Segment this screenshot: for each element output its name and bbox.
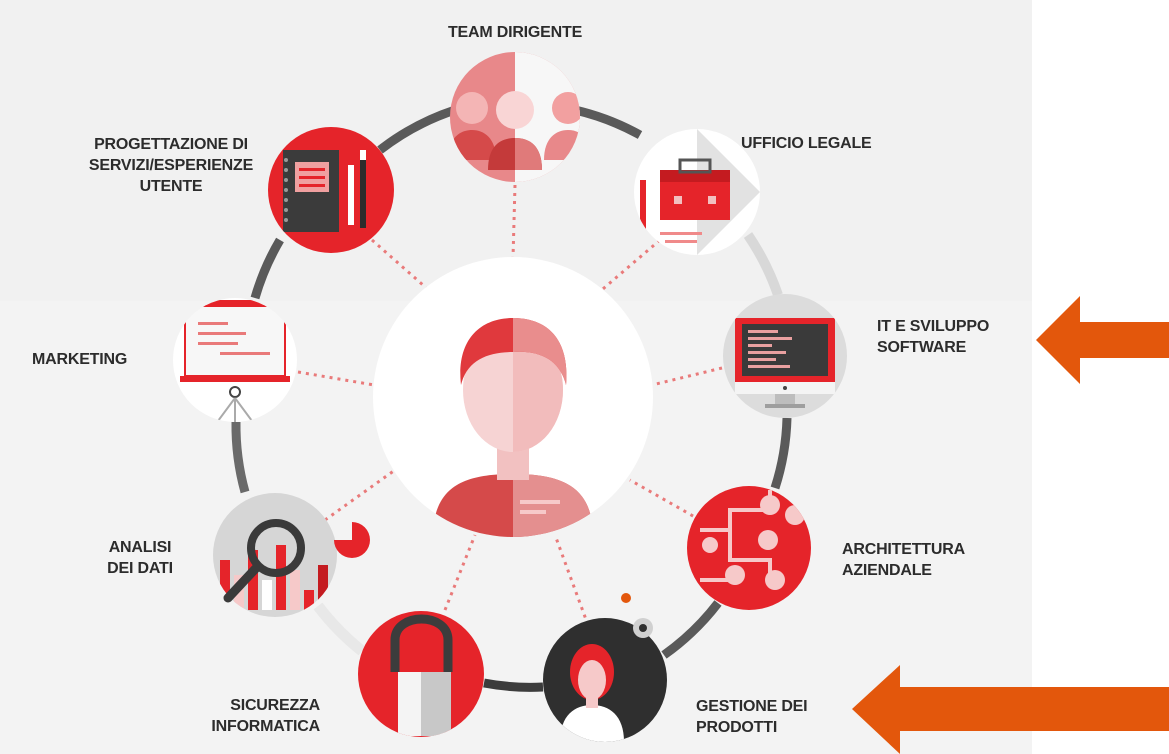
team-dirigente-node [450, 52, 580, 182]
organization-wheel-diagram [173, 52, 847, 742]
person-gear-icon [560, 644, 624, 742]
center-avatar-node [373, 257, 653, 537]
dotted-connectors [297, 184, 723, 626]
sicurezza-informatica-node [358, 611, 484, 737]
label-marketing: MARKETING [32, 351, 128, 368]
briefcase-icon [640, 129, 760, 255]
label-it-sviluppo-software: IT E SVILUPPO SOFTWARE [877, 318, 990, 356]
small-gear-icon [621, 593, 631, 603]
analisi-dei-dati-node [213, 493, 370, 617]
label-sicurezza-informatica: SICUREZZA INFORMATICA [211, 697, 320, 735]
padlock-icon [390, 614, 453, 736]
label-team-dirigente: TEAM DIRIGENTE [447, 24, 583, 41]
arrow-left-icon [852, 665, 1169, 754]
presentation-board-icon [180, 300, 290, 422]
pie-chart-icon [334, 522, 370, 558]
label-analisi-dei-dati: ANALISI DEI DATI [107, 539, 173, 577]
outer-ring [231, 105, 792, 692]
label-architettura-aziendale: ARCHITETTURA AZIENDALE [842, 541, 965, 579]
label-progettazione-servizi: PROGETTAZIONE DI SERVIZI/ESPERIENZE UTEN… [88, 136, 254, 195]
ufficio-legale-node [634, 129, 760, 255]
architettura-aziendale-node [687, 486, 811, 610]
marketing-node [173, 298, 297, 422]
monitor-code-icon [735, 318, 835, 408]
network-nodes-icon [700, 490, 805, 590]
label-ufficio-legale: UFFICIO LEGALE [741, 135, 872, 152]
it-sviluppo-software-node [723, 294, 847, 418]
gestione-dei-prodotti-node [543, 593, 667, 742]
label-gestione-dei-prodotti: GESTIONE DEI PRODOTTI [696, 698, 808, 736]
notebook-pens-icon [283, 150, 366, 232]
arrow-left-icon [1036, 296, 1169, 384]
progettazione-servizi-node [268, 127, 394, 253]
